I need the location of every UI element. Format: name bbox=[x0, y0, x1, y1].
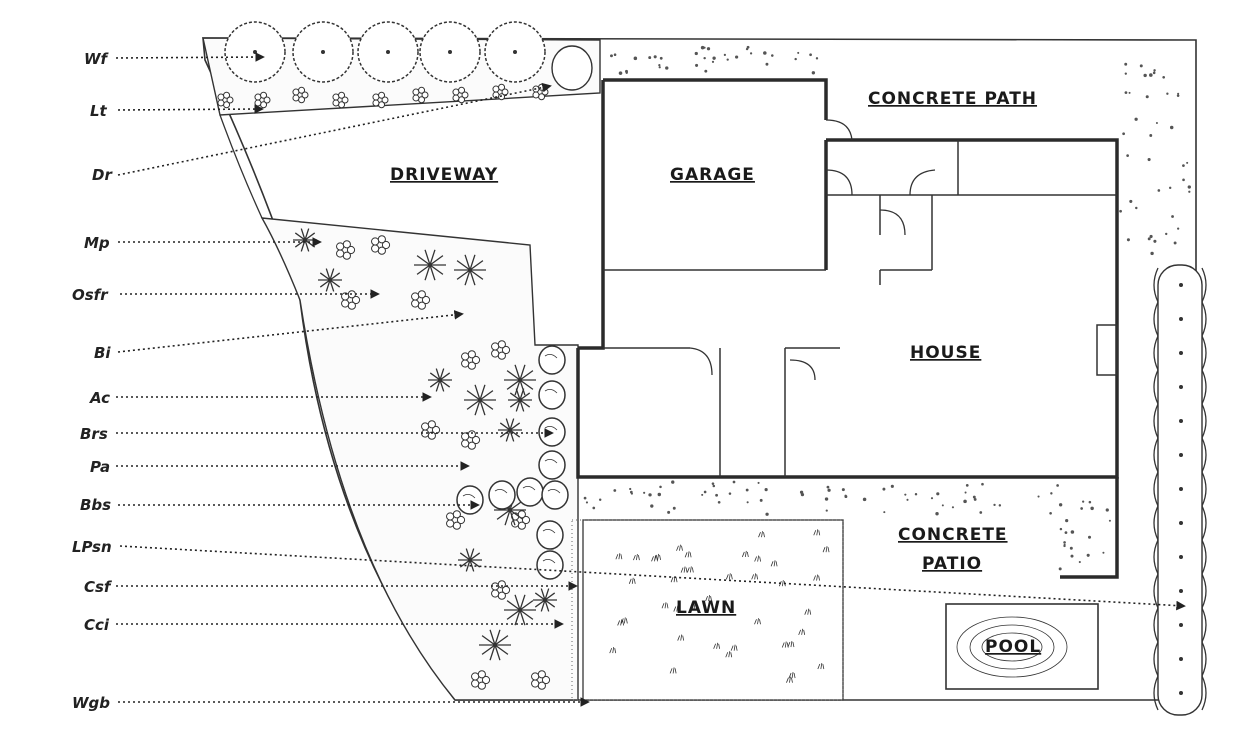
plant-code-ac: Ac bbox=[89, 389, 110, 407]
driveway-edge bbox=[219, 114, 263, 219]
lawn-grass-texture bbox=[609, 529, 830, 683]
label-lawn: LAWN bbox=[676, 598, 736, 618]
plant-code-wgb: Wgb bbox=[72, 694, 110, 712]
plant-code-cci: Cci bbox=[84, 616, 110, 634]
pool-outline bbox=[945, 603, 1099, 690]
plant-code-osfr: Osfr bbox=[72, 286, 109, 304]
label-concrete-patio-2: PATIO bbox=[922, 554, 982, 574]
plant-code-mp: Mp bbox=[84, 234, 110, 252]
plant-code-pa: Pa bbox=[90, 458, 110, 476]
label-concrete-path: CONCRETE PATH bbox=[868, 89, 1037, 109]
plant-key: Wf Lt Dr Mp Osfr Bi Ac Brs Pa Bbs LPsn C… bbox=[72, 50, 1186, 712]
plant-code-wf: Wf bbox=[84, 50, 110, 68]
plant-code-brs: Brs bbox=[80, 425, 108, 443]
garage-walls bbox=[578, 78, 828, 350]
plant-code-csf: Csf bbox=[84, 578, 113, 596]
concrete-path-texture bbox=[583, 45, 1191, 571]
hedge-dots bbox=[1153, 267, 1207, 711]
label-house: HOUSE bbox=[910, 343, 981, 363]
label-garage: GARAGE bbox=[670, 165, 755, 185]
house-walls bbox=[576, 138, 1119, 479]
plant-code-lpsn: LPsn bbox=[72, 538, 112, 556]
plant-code-dr: Dr bbox=[92, 166, 113, 184]
label-concrete-patio-1: CONCRETE bbox=[898, 525, 1008, 545]
top-shrub-row bbox=[224, 21, 593, 91]
plant-code-bi: Bi bbox=[94, 344, 111, 362]
lawn-border bbox=[571, 519, 844, 701]
interior-walls bbox=[603, 140, 1118, 477]
door-swings bbox=[689, 119, 936, 381]
side-garden-bed bbox=[260, 217, 579, 701]
label-driveway: DRIVEWAY bbox=[390, 165, 498, 185]
plant-code-bbs: Bbs bbox=[80, 496, 111, 514]
label-pool: POOL bbox=[985, 637, 1041, 657]
pool-ripples bbox=[956, 616, 1068, 678]
patio-edge bbox=[1060, 477, 1119, 579]
boulders bbox=[456, 345, 569, 580]
plant-code-lt: Lt bbox=[90, 102, 108, 120]
